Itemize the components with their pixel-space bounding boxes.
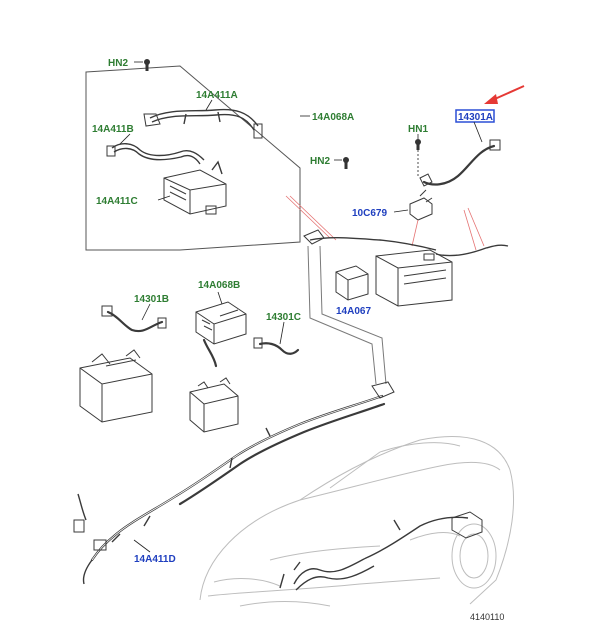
leader-14a068b (217, 291, 223, 305)
label-hn1: HN1 (408, 124, 428, 135)
label-hn2-mid: HN2 (310, 156, 330, 167)
leader-14a411b (119, 133, 131, 145)
bolt-hn2-top (144, 59, 150, 71)
battery-small (189, 377, 239, 433)
label-10c679: 10C679 (352, 208, 387, 219)
leader-14a411c (157, 195, 171, 201)
battery-cable-run (303, 229, 509, 257)
detail-inset-box (85, 65, 301, 251)
guide-inset (285, 195, 337, 241)
module-14a068b (195, 301, 247, 368)
harness-14a411a (143, 108, 263, 139)
vehicle-harness (279, 511, 483, 591)
label-14301a: 14301A (458, 112, 493, 123)
label-hn2-top: HN2 (108, 58, 128, 69)
arrow-red (484, 85, 525, 104)
leader-14301b (141, 303, 151, 321)
label-14a411a: 14A411A (196, 90, 238, 101)
label-14a067: 14A067 (336, 306, 371, 317)
vehicle-outline (199, 436, 515, 607)
cable-14301b (101, 305, 167, 333)
guide-corridor (307, 245, 387, 385)
guide-battery (411, 207, 485, 251)
leader-14301c (279, 321, 285, 345)
harness-14a411b (106, 143, 205, 165)
cable-14301c (253, 337, 300, 355)
leader-10c679 (393, 209, 409, 213)
battery-14301b (79, 349, 153, 423)
harness-14a411d (73, 381, 395, 585)
highlight-box-14301a (455, 109, 495, 123)
label-14a411b: 14A411B (92, 124, 134, 135)
main-battery (375, 249, 453, 307)
leader-14a411a (205, 99, 213, 111)
module-14a411c (163, 160, 227, 215)
leader-14301a (473, 121, 483, 143)
label-14301b: 14301B (134, 294, 169, 305)
label-14a068b: 14A068B (198, 280, 240, 291)
leader-14a411d (133, 539, 151, 553)
label-14301c: 14301C (266, 312, 301, 323)
label-14a068a: 14A068A (312, 112, 354, 123)
cable-14301a (419, 139, 501, 187)
bolt-hn1 (415, 139, 421, 150)
module-14a067 (335, 265, 369, 301)
label-14a411d: 14A411D (134, 554, 176, 565)
label-14a411c: 14A411C (96, 196, 138, 207)
figure-number: 4140110 (470, 612, 504, 622)
bolt-hn2-mid (343, 157, 349, 169)
terminal-10c679 (409, 189, 433, 221)
